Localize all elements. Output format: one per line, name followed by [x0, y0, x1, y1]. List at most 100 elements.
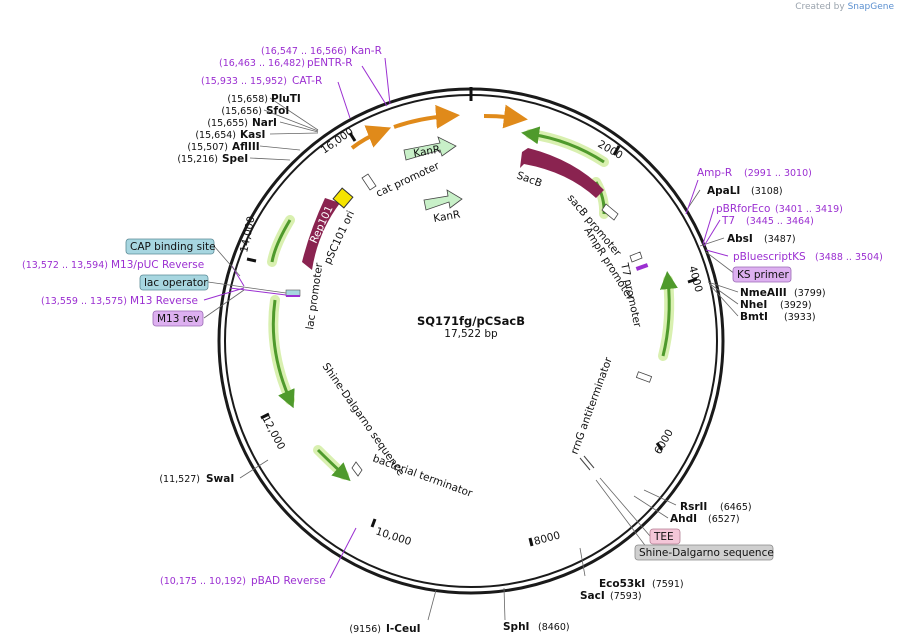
plasmid-length: 17,522 bp [444, 328, 498, 340]
site-sphi[interactable]: SphI [503, 621, 529, 633]
site-ahdi[interactable]: AhdI [670, 513, 697, 525]
kanr-arrow-inner[interactable] [423, 189, 463, 211]
tag-shine-dalgarno[interactable]: Shine-Dalgarno sequence [634, 544, 774, 561]
tee-mark[interactable] [579, 457, 591, 471]
tag-shine-dalgarno-text: Shine-Dalgarno sequence [639, 547, 774, 559]
kanr-arrow-outer[interactable] [403, 136, 457, 161]
site-pluti[interactable]: PluTI [271, 93, 301, 105]
site-afliii[interactable]: AflIII [232, 141, 260, 153]
primer-cat-r[interactable]: CAT-R [292, 75, 322, 87]
primer-pos-kan-r: (16,547 .. 16,566) [261, 46, 347, 57]
site-nari[interactable]: NarI [252, 117, 277, 129]
primer-pos-pentr-r: (16,463 .. 16,482) [219, 58, 305, 69]
primer-pos-cat-r: (15,933 .. 15,952) [201, 76, 287, 87]
tick-14000: 14,000 [238, 215, 257, 253]
lac-promoter-label: lac promoter [304, 262, 325, 331]
snapgene-logo[interactable]: SnapGene [847, 2, 894, 12]
primer-pos-t7: (3445 .. 3464) [746, 216, 814, 227]
sacb-promoter-arrow[interactable] [601, 203, 619, 221]
backbone-inner [224, 94, 718, 588]
site-leader-lines [239, 97, 739, 621]
tag-leader-lines [203, 245, 736, 553]
terminator-mark[interactable] [351, 461, 363, 477]
backbone-outer [217, 87, 725, 595]
tick-4000: 4000 [686, 265, 705, 294]
primer-amp-r[interactable]: Amp-R [697, 167, 732, 179]
site-pos-absi: (3487) [764, 234, 796, 245]
tag-tee[interactable]: TEE [649, 528, 681, 545]
site-pos-pluti: (15,658) [227, 94, 268, 105]
tag-lac-operator-text: lac operator [144, 277, 208, 289]
site-pos-saci: (7593) [610, 591, 642, 602]
site-pos-nari: (15,655) [207, 118, 248, 129]
site-pos-bmti: (3933) [784, 312, 816, 323]
rrng-box[interactable] [635, 371, 653, 383]
ks-primer-mark[interactable] [635, 263, 649, 271]
tag-ks-primer[interactable]: KS primer [732, 266, 792, 283]
primer-pbad-reverse[interactable]: pBAD Reverse [251, 575, 326, 587]
primer-m13-puc-reverse[interactable]: M13/pUC Reverse [111, 259, 204, 271]
site-pos-spei: (15,216) [177, 154, 218, 165]
site-pos-kasi: (15,654) [195, 130, 236, 141]
kanr-outer-label: KanR [412, 143, 441, 160]
primer-pbluescriptks[interactable]: pBluescriptKS [733, 251, 806, 263]
sacb-label: SacB [515, 170, 544, 190]
rep101-arrow[interactable] [302, 198, 340, 270]
psc101-ori-box[interactable] [332, 187, 354, 209]
primer-pos-amp-r: (2991 .. 3010) [744, 168, 812, 179]
primer-pos-pbrforeco: (3401 .. 3419) [775, 204, 843, 215]
tick-16000: 16,000 [319, 126, 356, 157]
tick-marks [246, 132, 698, 547]
site-swai[interactable]: SwaI [206, 473, 234, 485]
orange-features [350, 104, 528, 150]
site-pos-eco53ki: (7591) [652, 579, 684, 590]
rrng-label: rrnG antiterminator [569, 355, 616, 456]
tick-6000: 6000 [652, 427, 676, 456]
primer-kan-r[interactable]: Kan-R [351, 45, 382, 57]
site-absi[interactable]: AbsI [727, 233, 753, 245]
tick-10000: 10,000 [374, 525, 413, 548]
site-pos-sphi: (8460) [538, 622, 570, 633]
orf-glow [267, 129, 675, 480]
site-saci[interactable]: SacI [580, 590, 605, 602]
bact-term-label: bacterial terminator [371, 453, 475, 500]
primer-pbrforeco[interactable]: pBRforEco [716, 203, 770, 215]
credit-prefix: Created by [795, 2, 845, 12]
cat-promoter-arrow[interactable] [361, 173, 377, 191]
site-iceui[interactable]: I-CeuI [386, 623, 420, 635]
primer-t7[interactable]: T7 [721, 215, 735, 227]
tee-mark-2[interactable] [583, 455, 595, 469]
tag-m13-rev[interactable]: M13 rev [152, 310, 204, 327]
primer-m13-reverse[interactable]: M13 Reverse [130, 295, 198, 307]
site-nhei[interactable]: NheI [740, 299, 767, 311]
t7-promoter-arrow[interactable] [629, 251, 643, 263]
orf-arcs [270, 126, 678, 482]
site-pos-nhei: (3929) [780, 300, 812, 311]
site-pos-rsrii: (6465) [720, 502, 752, 513]
tag-cap-binding-site[interactable]: CAP binding site [125, 238, 216, 255]
site-pos-sfoi: (15,656) [221, 106, 262, 117]
site-spei[interactable]: SpeI [222, 153, 248, 165]
site-pos-ahdi: (6527) [708, 514, 740, 525]
cat-promoter-label: cat promoter [374, 160, 442, 200]
primer-pentr-r[interactable]: pENTR-R [307, 57, 353, 69]
site-rsrii[interactable]: RsrII [680, 501, 707, 513]
site-sfoi[interactable]: SfoI [266, 105, 289, 117]
site-pos-iceui: (9156) [349, 624, 381, 635]
credit: Created by SnapGene [795, 2, 894, 12]
tick-12000: 12,000 [259, 414, 287, 452]
tag-lac-operator[interactable]: lac operator [139, 274, 209, 291]
site-nmeaiii[interactable]: NmeAIII [740, 287, 787, 299]
site-pos-apali: (3108) [751, 186, 783, 197]
site-kasi[interactable]: KasI [240, 129, 265, 141]
site-apali[interactable]: ApaLI [707, 185, 740, 197]
site-bmti[interactable]: BmtI [740, 311, 768, 323]
tick-8000: 8000 [533, 529, 562, 548]
sacb-arrow[interactable] [520, 148, 604, 198]
site-eco53ki[interactable]: Eco53kI [599, 578, 645, 590]
site-pos-swai: (11,527) [159, 474, 200, 485]
tag-ks-primer-text: KS primer [737, 269, 789, 281]
primer-pos-pbad-reverse: (10,175 .. 10,192) [160, 576, 246, 587]
primer-pos-pbluescriptks: (3488 .. 3504) [815, 252, 883, 263]
